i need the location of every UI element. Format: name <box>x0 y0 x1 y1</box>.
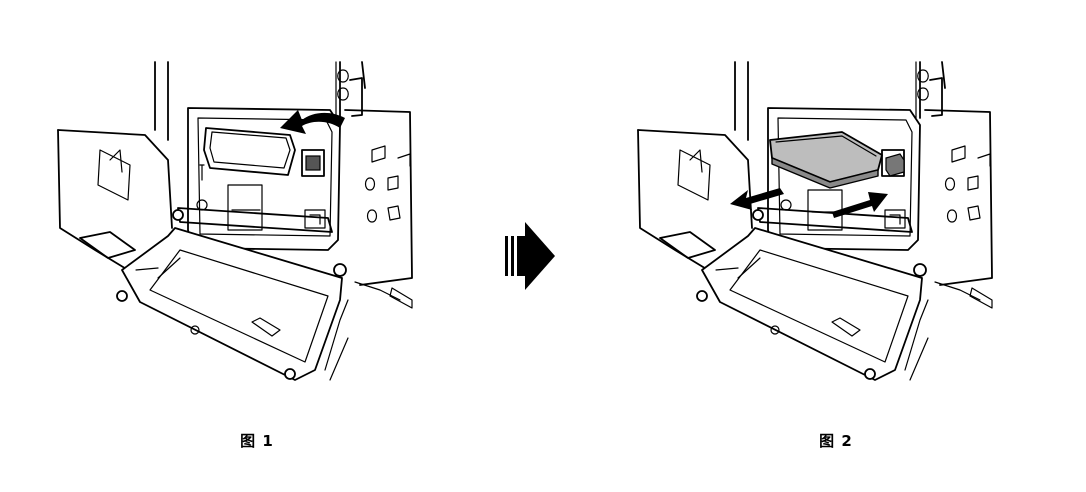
rotate-arrow-icon <box>280 110 345 134</box>
slide-arrows-icon <box>730 188 888 218</box>
figure-1-caption: 图 1 <box>240 432 274 450</box>
figure-1-illustration <box>57 61 413 381</box>
next-step-arrow-icon <box>505 222 555 290</box>
figure-2-caption: 图 2 <box>819 432 853 450</box>
figure-2-illustration <box>637 61 993 381</box>
